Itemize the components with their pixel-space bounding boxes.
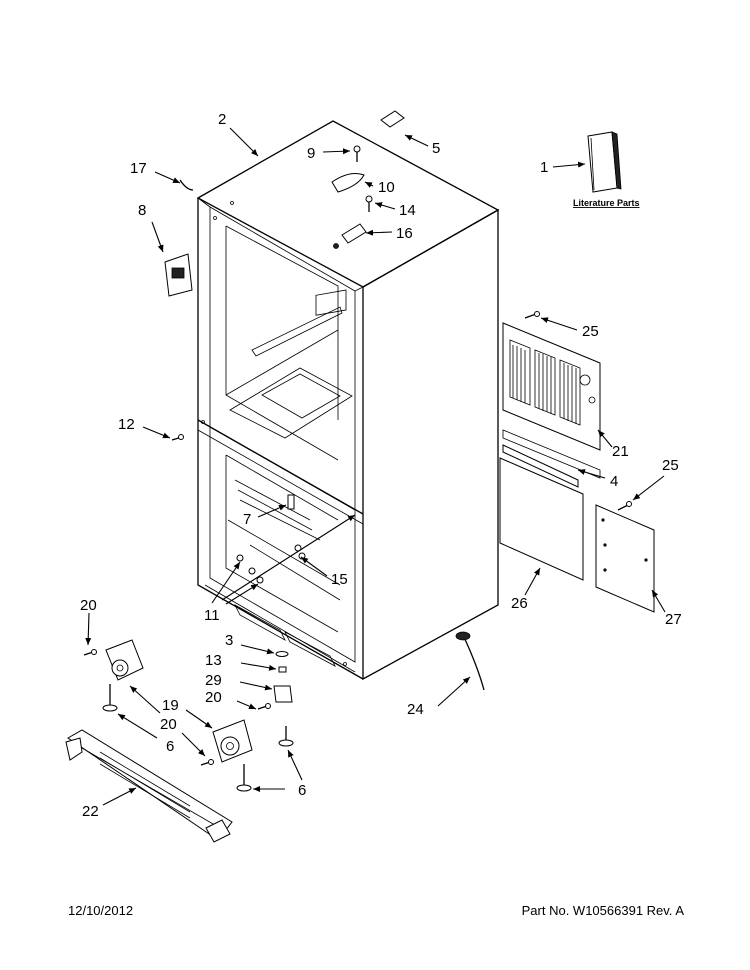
literature-parts-label: Literature Parts <box>573 198 640 208</box>
hinge-part-16 <box>333 223 367 249</box>
hinge-cover-part-10 <box>331 173 365 193</box>
screw-part-25a <box>524 311 540 319</box>
callout-20-left: 20 <box>80 597 97 614</box>
callout-25-top: 25 <box>582 323 599 340</box>
callout-11: 11 <box>204 607 220 624</box>
callout-20-lower: 20 <box>160 716 177 733</box>
toe-grille-part-22 <box>65 729 233 843</box>
screw-part-20c <box>200 759 214 766</box>
leveling-foot-6a <box>278 726 294 747</box>
callout-labels: 2 5 9 17 10 1 8 14 Literature Parts 16 2… <box>80 111 682 820</box>
screw-part-12 <box>171 434 184 441</box>
rear-access-panel-part-21 <box>502 322 601 479</box>
screw-part-25b <box>617 501 632 511</box>
screw-part-14 <box>365 195 373 212</box>
callout-29: 29 <box>205 672 222 689</box>
callout-4: 4 <box>610 473 618 490</box>
callout-1: 1 <box>540 159 548 176</box>
tube-part-17 <box>179 179 194 191</box>
label-part-5 <box>380 110 405 128</box>
callout-14: 14 <box>399 202 416 219</box>
callout-5: 5 <box>432 140 440 157</box>
callout-17: 17 <box>130 160 147 177</box>
part-7 <box>287 494 295 510</box>
bracket-part-29 <box>273 685 293 703</box>
control-module-part-8 <box>164 253 193 297</box>
callout-3: 3 <box>225 632 233 649</box>
callout-2: 2 <box>218 111 226 128</box>
footer-date: 12/10/2012 <box>68 903 134 918</box>
callout-6-left: 6 <box>166 738 174 755</box>
plate-part-27 <box>595 504 655 613</box>
insulation-part-26 <box>499 457 584 581</box>
screw-part-20b <box>257 703 271 710</box>
callout-19: 19 <box>162 697 179 714</box>
cabinet <box>196 120 500 681</box>
screw-part-20a <box>83 649 97 656</box>
callout-15: 15 <box>331 571 348 588</box>
callout-25-right: 25 <box>662 457 679 474</box>
spacer-part-13 <box>278 666 287 673</box>
leveling-bracket-right <box>212 719 253 792</box>
leader-lines <box>85 127 666 806</box>
callout-7: 7 <box>243 511 251 528</box>
callout-8: 8 <box>138 202 146 219</box>
callout-22: 22 <box>82 803 99 820</box>
drain-hose-part-24 <box>455 631 485 691</box>
callout-24: 24 <box>407 701 424 718</box>
washer-part-3 <box>275 651 289 657</box>
callout-6-right: 6 <box>298 782 306 799</box>
literature-parts-booklet <box>587 131 622 193</box>
leveling-bracket-left <box>102 639 144 712</box>
callout-12: 12 <box>118 416 135 433</box>
footer-part-number: Part No. W10566391 Rev. A <box>521 903 684 918</box>
gasket-part-4 <box>502 444 579 488</box>
callout-20-middle: 20 <box>205 689 222 706</box>
screw-part-9 <box>353 145 361 162</box>
callout-27: 27 <box>665 611 682 628</box>
callout-10: 10 <box>378 179 395 196</box>
callout-21: 21 <box>612 443 629 460</box>
callout-9: 9 <box>307 145 315 162</box>
screws-part-11 <box>236 554 264 584</box>
callout-13: 13 <box>205 652 222 669</box>
callout-26: 26 <box>511 595 528 612</box>
callout-16: 16 <box>396 225 413 242</box>
